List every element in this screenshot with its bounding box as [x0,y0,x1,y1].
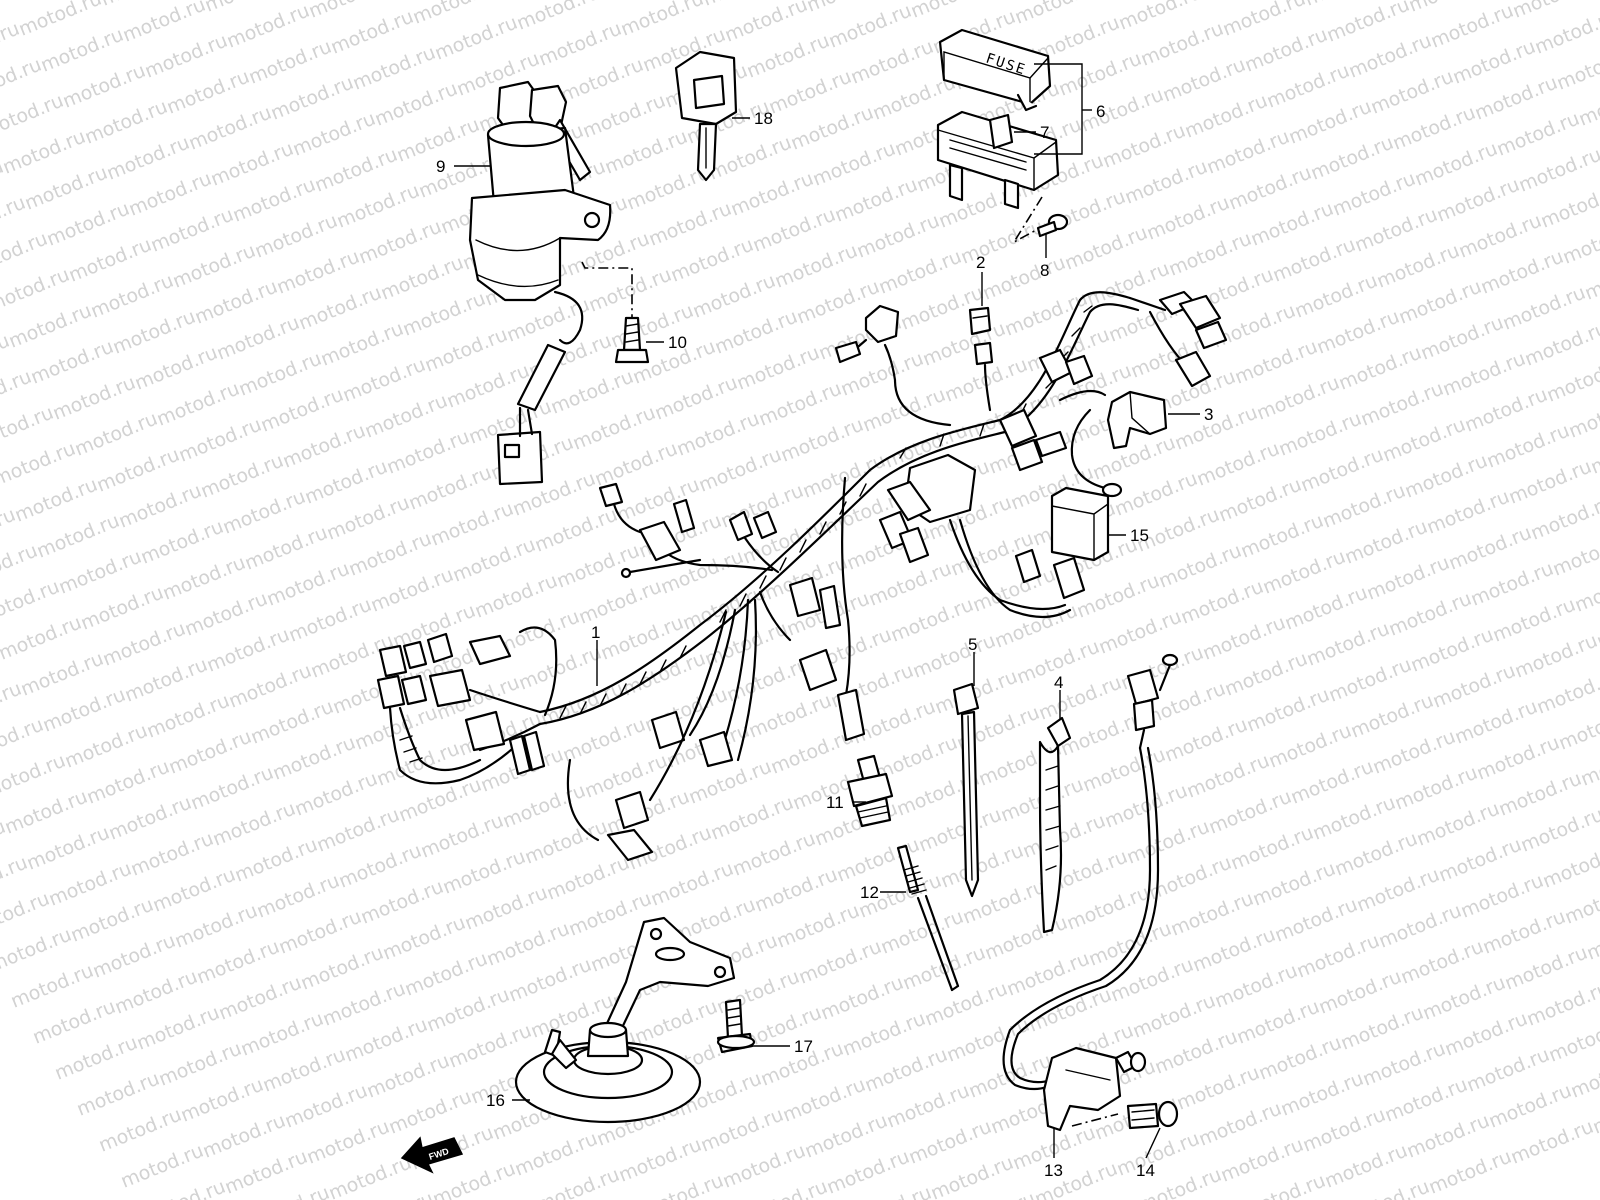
callout-11: 11 [826,793,844,812]
callout-10: 10 [668,333,687,352]
relay [1050,486,1110,562]
callout-13: 13 [1044,1161,1063,1180]
callout-1: 1 [591,623,600,642]
mounting-line [1071,1113,1119,1127]
callout-5: 5 [968,635,977,654]
callout-15: 15 [1130,526,1149,545]
forward-direction-arrow: FWD [400,1136,464,1174]
callout-8: 8 [1040,261,1049,280]
leader-lines [454,63,1200,1159]
blank-key [674,50,738,182]
neutral-switch [846,754,894,828]
sensor-with-cable [1002,653,1179,1132]
callout-labels: 9 18 7 6 8 2 10 3 15 1 5 4 11 12 13 14 1… [436,102,1213,1180]
callout-6: 6 [1096,102,1105,121]
horn [514,916,736,1124]
ignition-switch [468,80,612,486]
terminal-cover [1106,390,1168,450]
return-spring [896,844,960,992]
callout-2: 2 [976,253,985,272]
callout-14: 14 [1136,1161,1155,1180]
connector-coupler [968,306,994,366]
callout-9: 9 [436,157,445,176]
callout-17: 17 [794,1037,813,1056]
fuse-box-screw [1036,213,1069,238]
sensor-bolt [1126,1100,1179,1130]
callout-18: 18 [754,109,773,128]
callout-16: 16 [486,1091,505,1110]
mounting-line [581,261,633,318]
callout-12: 12 [860,883,879,902]
callout-3: 3 [1204,405,1213,424]
ignition-bolt [614,316,650,364]
main-wiring-harness [376,290,1228,862]
callout-4: 4 [1054,673,1063,692]
horn-bolt [716,998,756,1054]
clamp-band [1038,716,1072,934]
callout-7: 7 [1040,123,1049,142]
fuse-box: FUSE [936,28,1060,210]
cable-tie-long [952,682,980,898]
